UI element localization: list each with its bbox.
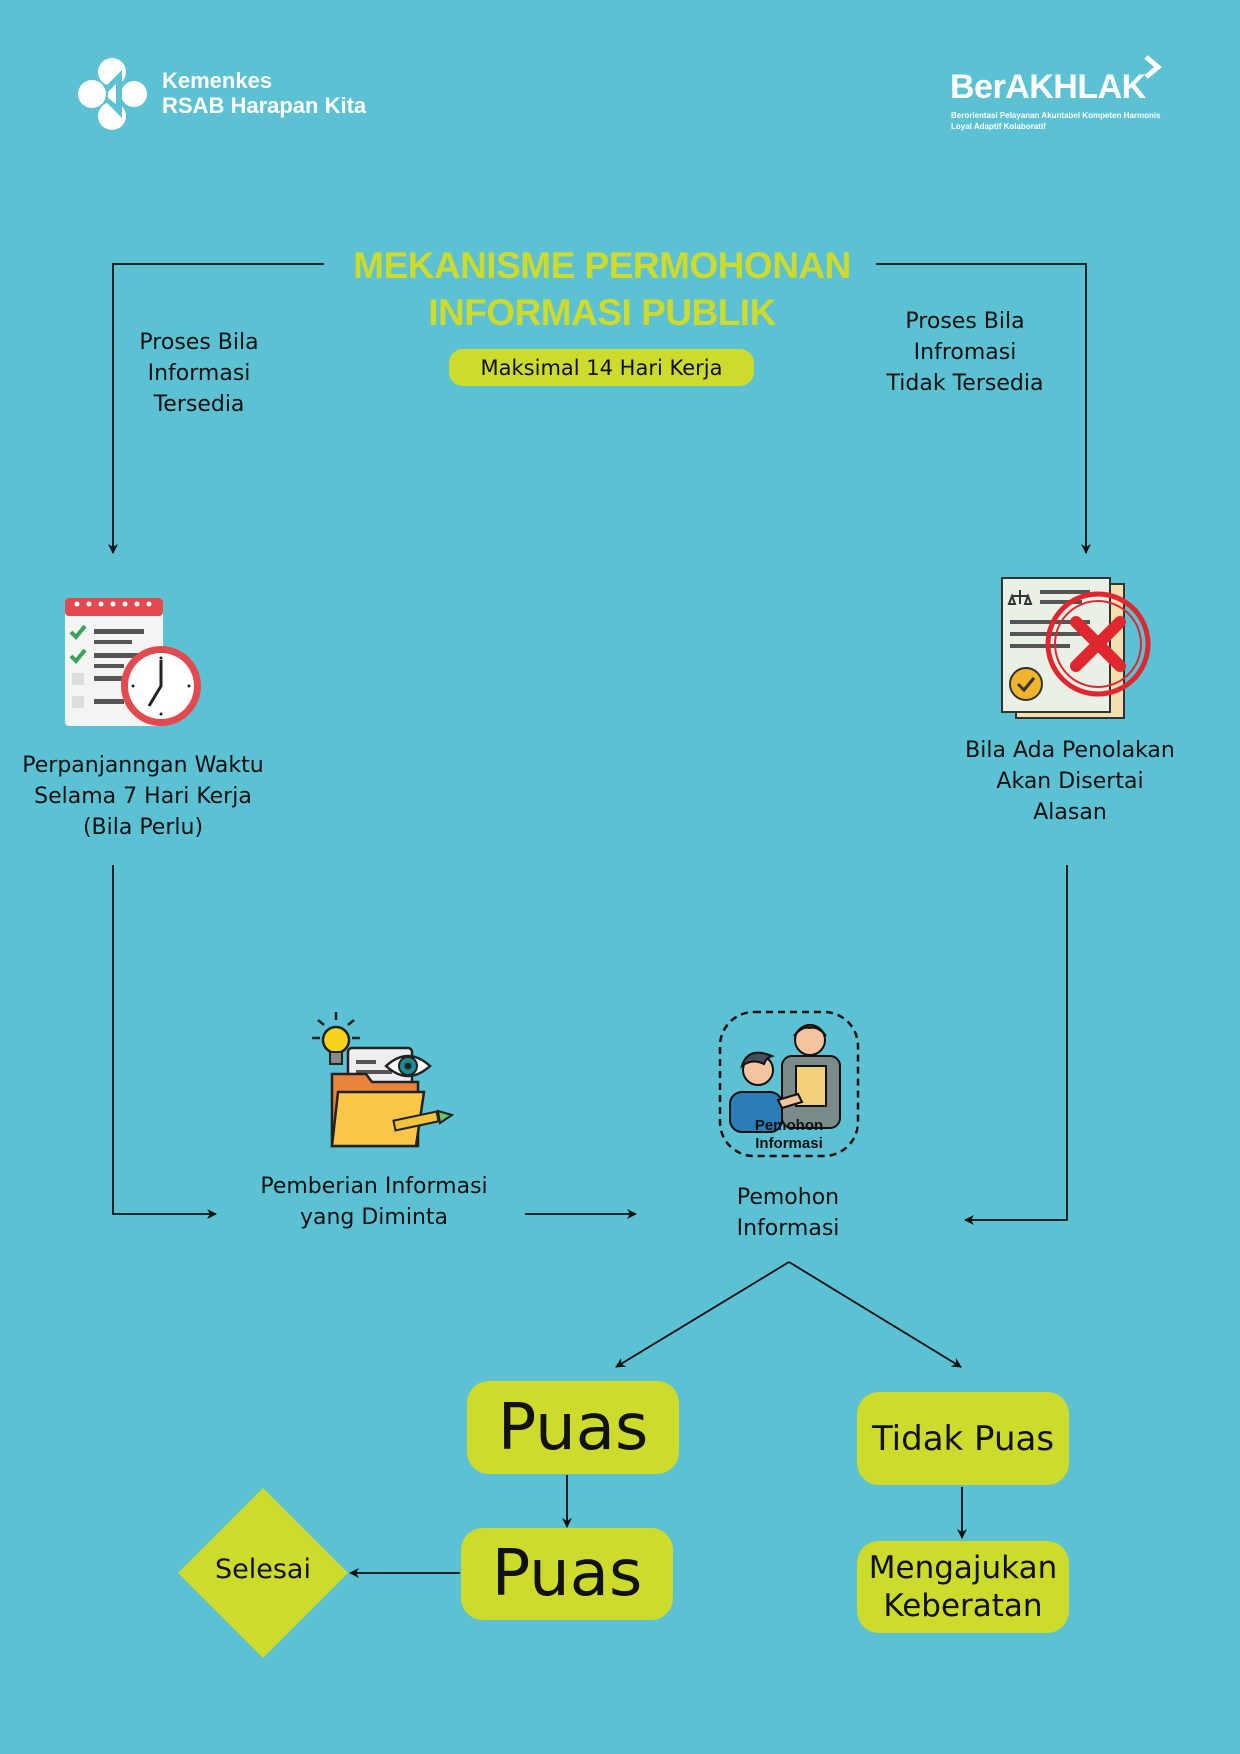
logo-line1: Kemenkes [162, 68, 273, 93]
logo-text: Kemenkes RSAB Harapan Kita [162, 68, 366, 118]
finish-label: Selesai [215, 1554, 311, 1585]
provision-line1: Pemberian Informasi [260, 1174, 488, 1199]
connector-rejection-applicant [964, 865, 1068, 1225]
page-title: MEKANISME PERMOHONAN INFORMASI PUBLIK [300, 242, 904, 336]
satisfied-box-bottom: Puas [461, 1528, 673, 1620]
title-line2: INFORMASI PUBLIK [428, 292, 776, 333]
rejected-document-icon [998, 576, 1154, 720]
rejection-label: Bila Ada Penolakan Akan Disertai Alasan [940, 735, 1200, 828]
connector-title-right [876, 263, 1091, 554]
right-branch-label: Proses Bila Infromasi Tidak Tersedia [855, 306, 1075, 399]
provision-line2: yang Diminta [299, 1205, 449, 1230]
rejection-line2: Akan Disertai [996, 769, 1144, 794]
left-branch-label: Proses Bila Informasi Tersedia [99, 327, 299, 420]
left-branch-line3: Tersedia [153, 392, 245, 417]
kemenkes-logo [76, 56, 148, 132]
deadline-badge-label: Maksimal 14 Hari Kerja [480, 355, 723, 380]
applicant-icon-caption-line1: Pemohon [754, 1117, 824, 1134]
satisfied-top-label: Puas [497, 1390, 649, 1465]
provision-label: Pemberian Informasi yang Diminta [244, 1171, 504, 1233]
applicant-icon-caption-line2: Informasi [755, 1135, 823, 1152]
brand-chevron-icon [1140, 54, 1166, 84]
right-branch-line2: Infromasi [913, 340, 1017, 365]
finish-diamond [178, 1488, 348, 1658]
extension-line1: Perpanjanngan Waktu [22, 753, 264, 778]
connector-extension-provision [112, 865, 217, 1219]
objection-line2: Keberatan [883, 1588, 1043, 1624]
dissatisfied-label: Tidak Puas [871, 1418, 1055, 1459]
applicant-label: Pemohon Informasi [688, 1182, 888, 1244]
applicant-icon-caption: Pemohon Informasi [718, 1117, 860, 1153]
connector-applicant-tidak-puas [788, 1261, 962, 1368]
rejection-line3: Alasan [1033, 800, 1107, 825]
connector-title-left [108, 263, 324, 554]
brand-title: BerAKHLAK [950, 68, 1146, 106]
connector-applicant-puas [615, 1261, 790, 1368]
brand-subtitle: Berorientasi Pelayanan Akuntabel Kompete… [951, 111, 1161, 131]
objection-line1: Mengajukan [868, 1550, 1058, 1586]
applicant-line2: Informasi [736, 1216, 840, 1241]
dissatisfied-box: Tidak Puas [857, 1392, 1069, 1485]
satisfied-bottom-label: Puas [491, 1537, 643, 1611]
title-line1: MEKANISME PERMOHONAN [353, 245, 851, 286]
calendar-clock-icon [62, 596, 204, 730]
left-branch-line2: Informasi [147, 361, 251, 386]
extension-line3: (Bila Perlu) [82, 815, 204, 840]
information-folder-icon [308, 1010, 455, 1152]
logo-line2: RSAB Harapan Kita [162, 93, 367, 118]
kemenkes-logo-icon [78, 58, 147, 130]
extension-line2: Selama 7 Hari Kerja [34, 784, 252, 809]
extension-label: Perpanjanngan Waktu Selama 7 Hari Kerja … [18, 750, 268, 843]
left-branch-line1: Proses Bila [139, 330, 259, 355]
applicant-icon [718, 1010, 860, 1158]
right-branch-line1: Proses Bila [905, 309, 1025, 334]
deadline-badge: Maksimal 14 Hari Kerja [449, 349, 754, 386]
rejection-line1: Bila Ada Penolakan [965, 738, 1175, 763]
right-branch-line3: Tidak Tersedia [886, 371, 1044, 396]
satisfied-box-top: Puas [467, 1381, 679, 1474]
objection-box: Mengajukan Keberatan [857, 1541, 1069, 1633]
applicant-line1: Pemohon [736, 1185, 840, 1210]
